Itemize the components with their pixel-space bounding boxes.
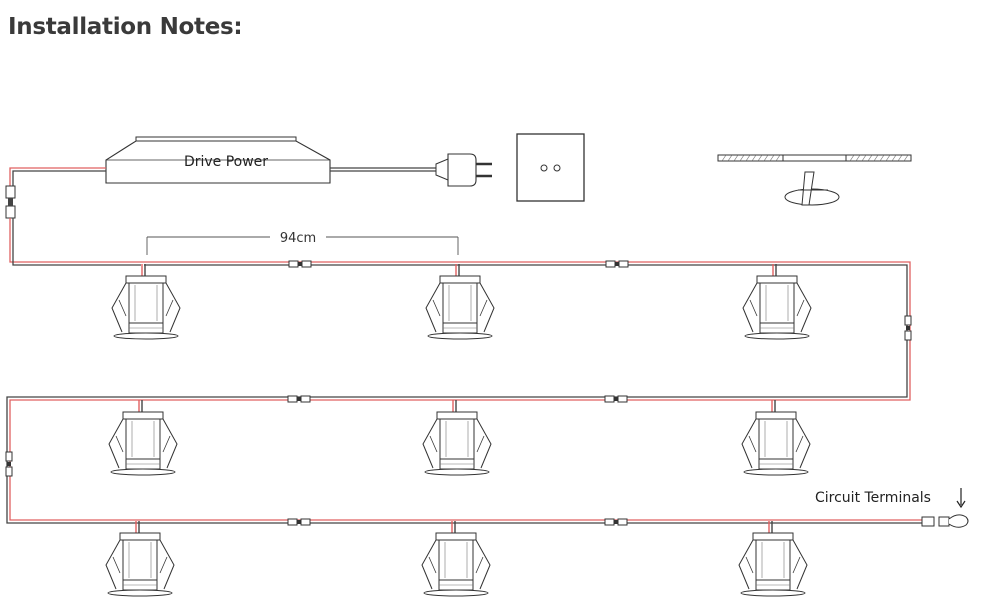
led-downlight-icon xyxy=(425,263,495,340)
page-title: Installation Notes: xyxy=(8,14,243,40)
row-3-wiring xyxy=(137,519,922,524)
led-downlight-icon xyxy=(111,263,181,340)
circuit-terminals-label: Circuit Terminals xyxy=(815,490,931,506)
spacing-label: 94cm xyxy=(280,231,316,246)
spacing-dimension xyxy=(146,236,459,255)
plug-icon xyxy=(435,153,492,187)
circuit-terminal-icon xyxy=(921,514,969,528)
hole-saw-icon xyxy=(717,154,912,206)
led-downlight-icon xyxy=(741,399,811,476)
wire-connector-icon xyxy=(5,185,16,219)
drive-power-label: Drive Power xyxy=(184,154,268,170)
led-downlight-icon xyxy=(108,399,178,476)
drive-power-unit xyxy=(105,136,331,184)
led-downlight-icon xyxy=(422,399,492,476)
wall-switch-icon xyxy=(516,133,585,202)
led-downlight-icon xyxy=(742,263,812,340)
led-downlight-icon xyxy=(105,520,175,597)
row-2-wiring xyxy=(6,396,776,524)
led-downlight-icon xyxy=(738,520,808,597)
led-downlight-icon xyxy=(421,520,491,597)
arrow-down-icon xyxy=(956,488,966,509)
